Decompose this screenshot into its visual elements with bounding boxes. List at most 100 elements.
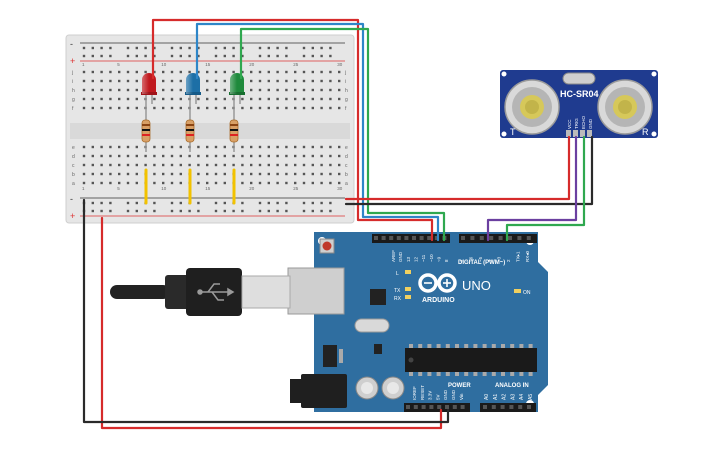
rail-hole [311,46,314,50]
rail-hole [320,209,323,213]
digital-header-left [372,234,450,243]
terminal-hole [214,79,218,83]
terminal-hole [338,181,341,185]
terminal-hole [329,145,332,149]
terminal-hole [276,97,279,101]
analog-pin-label: A2 [502,394,508,400]
terminal-hole [302,106,306,110]
terminal-hole [162,163,165,167]
digital-header-right [459,234,537,243]
row-letter: a [72,181,75,187]
label-l: L [396,271,399,277]
ultrasonic-sensor: HC-SR04 T R VCC TRIG ECHO GND [500,70,658,138]
header-socket [517,236,522,240]
terminal-hole [135,70,138,74]
terminal-hole [91,172,94,176]
rail-hole [223,209,226,213]
rail-hole [214,209,218,213]
terminal-hole [100,181,103,185]
terminal-hole [338,106,341,110]
terminal-hole [250,154,253,158]
terminal-hole [329,70,332,74]
terminal-hole [338,163,341,167]
terminal-hole [179,154,182,158]
terminal-hole [109,97,112,101]
row-letter: d [345,154,348,160]
terminal-hole [294,106,297,110]
digital-pin-label: 12 [414,256,419,262]
terminal-hole [144,70,147,74]
analog-header [480,403,536,412]
terminal-hole [170,70,174,74]
power-pin-label: RESET [420,385,425,400]
analog-pin-label: A1 [493,394,499,400]
terminal-hole [100,154,103,158]
rail-hole [320,54,323,58]
digital-pin-label: ~6 [468,256,473,262]
rail-hole [170,201,174,205]
terminal-hole [197,163,200,167]
led-on-indicator [514,289,521,293]
terminal-hole [144,154,147,158]
terminal-hole [214,70,218,74]
chip-pin [445,372,450,376]
terminal-hole [153,70,156,74]
terminal-hole [82,106,86,110]
terminal-hole [82,154,86,158]
terminal-hole [153,181,156,185]
terminal-hole [329,88,332,92]
rail-hole [232,46,235,50]
terminal-hole [338,88,341,92]
terminal-hole [258,88,262,92]
digital-pin-label: 4 [487,259,492,262]
rail-hole [188,46,191,50]
chip-pin [510,372,515,376]
header-socket [427,236,432,240]
terminal-hole [118,172,121,176]
pin-label-echo: ECHO [581,115,586,129]
terminal-hole [338,172,341,176]
header-socket [429,405,434,409]
digital-pin-label: ~3 [497,256,502,262]
transducer-left [504,79,560,135]
row-letter: j [71,70,73,76]
header-socket [491,405,496,409]
terminal-hole [294,163,297,167]
digital-pin-label: ~5 [478,256,483,262]
rail-hole [258,201,262,205]
digital-pin-label: 13 [406,256,411,262]
rail-hole [179,54,182,58]
rail-hole [285,201,288,205]
chip-pin [482,344,487,348]
power-pin-label: GND [443,389,448,400]
transducer-right [597,79,653,135]
rail-hole [135,54,138,58]
capacitor-2 [381,376,405,400]
terminal-hole [82,88,86,92]
terminal-hole [126,163,130,167]
terminal-hole [82,70,86,74]
digital-pin-label: ~10 [429,254,434,262]
chip-pin [473,344,478,348]
rail-hole [135,209,138,213]
reset-button[interactable] [319,238,335,254]
column-number: 10 [161,186,167,191]
power-pin-label: 3.3V [428,391,433,400]
terminal-hole [241,172,244,176]
rail-hole [197,201,200,205]
terminal-hole [170,88,174,92]
terminal-hole [188,70,191,74]
terminal-hole [91,181,94,185]
resistor-3 [229,110,239,152]
terminal-hole [118,154,121,158]
brand-label: ARDUINO [422,297,455,304]
rail-top-minus-label: - [70,39,73,49]
rail-hole [329,201,332,205]
rail-hole [109,201,112,205]
terminal-hole [100,97,103,101]
header-socket [483,405,487,409]
rail-hole [170,46,174,50]
terminal-hole [82,97,86,101]
